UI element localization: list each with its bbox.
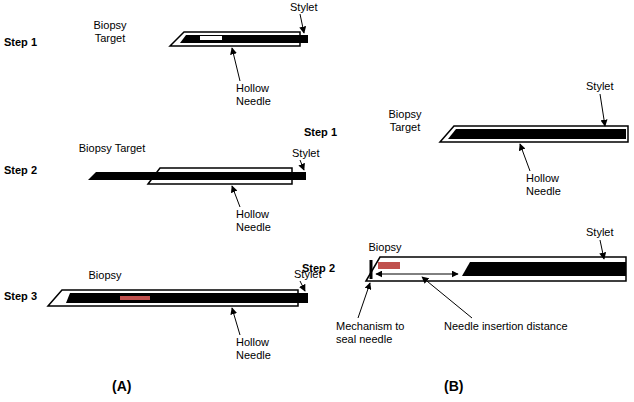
stylet: [462, 262, 626, 276]
step-label: Step 2: [4, 164, 37, 177]
stylet: [66, 293, 308, 303]
part-label: Hollow Needle: [236, 82, 282, 107]
part-label: Needle insertion distance: [444, 320, 568, 333]
label-text: Hollow Needle: [236, 336, 282, 361]
stylet-notch: [200, 36, 222, 40]
label-text: Mechanism to seal needle: [336, 320, 420, 345]
label-text: (B): [444, 378, 463, 394]
step-label: Step 1: [4, 36, 37, 49]
stylet: [88, 172, 306, 180]
target-label: Biopsy: [80, 260, 130, 282]
label-text: Stylet: [292, 147, 320, 160]
label-text: Step 1: [4, 36, 37, 49]
part-label: Hollow Needle: [526, 172, 572, 197]
part-label: Stylet: [586, 226, 614, 239]
leader-line: [520, 144, 530, 171]
hollow-needle: [366, 257, 626, 281]
panel-label: (B): [444, 378, 463, 394]
target-label: Biopsy Target: [72, 132, 152, 155]
label-text: Stylet: [586, 80, 614, 93]
biopsy-target-blob: Biopsy Target: [72, 132, 148, 208]
label-text: (A): [112, 378, 131, 394]
leader-line: [300, 160, 304, 170]
biopsy-target-blob: Biopsy: [351, 234, 419, 302]
leader-line: [358, 283, 370, 318]
step-label: Step 2: [302, 262, 335, 275]
label-text: Step 3: [4, 290, 37, 303]
target-label: Biopsy Target: [83, 6, 137, 44]
part-label: Stylet: [586, 80, 614, 93]
stylet: [180, 35, 308, 43]
leader-line: [232, 186, 240, 207]
leader-line: [422, 277, 472, 318]
label-text: Step 1: [304, 126, 337, 139]
leader-line: [300, 281, 305, 291]
label-text: Stylet: [586, 226, 614, 239]
label-text: Hollow Needle: [526, 172, 572, 197]
label-text: Hollow Needle: [236, 82, 282, 107]
leader-line: [232, 48, 240, 81]
part-label: Stylet: [290, 1, 318, 14]
step-label: Step 3: [4, 290, 37, 303]
part-label: Stylet: [292, 147, 320, 160]
dimension-arrow: [376, 274, 458, 275]
part-label: Mechanism to seal needle: [336, 320, 420, 345]
seal-mechanism: [370, 260, 373, 279]
label-text: Step 2: [4, 164, 37, 177]
label-text: Hollow Needle: [236, 208, 282, 233]
leader-line: [300, 14, 304, 33]
step-label: Step 1: [304, 126, 337, 139]
part-label: Hollow Needle: [236, 336, 282, 361]
biopsy-sample: [120, 296, 150, 300]
target-label: Biopsy: [360, 234, 410, 254]
panel-label: (A): [112, 378, 131, 394]
stylet: [448, 129, 626, 139]
part-label: Hollow Needle: [236, 208, 282, 233]
biopsy-target-blob: Biopsy Target: [74, 6, 146, 78]
label-text: Needle insertion distance: [444, 320, 568, 333]
biopsy-sample: [378, 262, 400, 269]
leader-line: [600, 240, 604, 259]
hollow-needle: [440, 126, 628, 142]
target-label: Biopsy Target: [378, 98, 432, 133]
leader-line: [600, 94, 605, 126]
leader-line: [232, 308, 240, 335]
biopsy-target-blob: Biopsy: [67, 260, 143, 336]
biopsy-target-blob: Biopsy Target: [369, 98, 441, 170]
label-text: Stylet: [290, 1, 318, 14]
label-text: Step 2: [302, 262, 335, 275]
